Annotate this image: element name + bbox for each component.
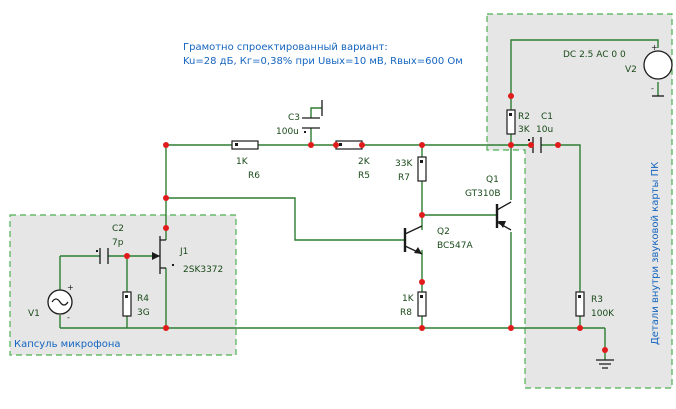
r3-body: [575, 291, 585, 317]
r7-ref: R7: [398, 173, 410, 183]
j1-leads: [160, 239, 166, 269]
v2-value: DC 2.5 AC 0 0: [563, 50, 626, 60]
v2-ref: V2: [625, 65, 637, 75]
mic-region-label: Капсуль микрофона: [14, 339, 121, 350]
node: [359, 142, 365, 148]
j1-ref: J1: [179, 247, 188, 257]
ground-icon: [596, 359, 614, 369]
q1-emitter-arrow: [498, 221, 506, 228]
node: [508, 93, 514, 99]
q1-value: GT310B: [465, 189, 501, 199]
node: [163, 195, 169, 201]
j1-value: 2SK3372: [183, 265, 223, 275]
q1-ref: Q1: [486, 175, 499, 185]
node: [602, 347, 608, 353]
c2-value: 7p: [112, 238, 124, 248]
node: [419, 325, 425, 331]
v2-minus: -: [651, 84, 654, 93]
r7-body: [417, 156, 427, 182]
r5-ref: R5: [358, 171, 370, 181]
q1-leads: [496, 201, 512, 231]
node: [419, 279, 425, 285]
r8-pin-dot: [420, 295, 423, 298]
r3-ref: R3: [591, 295, 603, 305]
node: [163, 325, 169, 331]
c3-pin-dot: [304, 131, 306, 133]
node: [555, 142, 561, 148]
r2-pin-dot: [509, 113, 512, 116]
wire-q2-base: [166, 197, 405, 241]
q2-ref: Q2: [437, 227, 450, 237]
r4-ref: R4: [137, 294, 149, 304]
node: [419, 142, 425, 148]
node: [419, 212, 425, 218]
c3-value: 100u: [276, 127, 299, 137]
wire-c3: [310, 107, 322, 145]
r8-ref: R8: [400, 308, 412, 318]
c3-plates: [302, 117, 320, 129]
r8-value: 1K: [402, 294, 415, 304]
node: [124, 253, 130, 259]
j1-pin-dot: [172, 264, 174, 266]
r3-value: 100K: [591, 309, 615, 319]
c3-ref: C3: [288, 113, 300, 123]
r6-body: [231, 140, 259, 150]
c1-value: 10u: [536, 125, 553, 135]
r8-body: [417, 291, 427, 317]
c2-pin-dot: [96, 250, 98, 252]
r4-pin-dot: [125, 295, 128, 298]
node: [163, 225, 169, 231]
r2-value: 3K: [518, 125, 531, 135]
mic-region: [9, 214, 237, 356]
v1-minus: -: [67, 313, 70, 322]
v1-sine-icon: [51, 298, 69, 306]
c2-ref: C2: [112, 224, 124, 234]
pc-region-label: Детали внутри звуковой карты ПК: [650, 162, 661, 345]
q2-emitter-arrow: [414, 247, 422, 254]
r2-body: [506, 109, 516, 135]
r4-value: 3G: [137, 308, 150, 318]
j1-gate-arrow: [152, 252, 160, 260]
q2-value: BC547A: [437, 241, 473, 251]
r6-ref: R6: [248, 171, 260, 181]
r7-pin-dot: [420, 160, 423, 163]
node: [508, 325, 514, 331]
v2-source-icon: [643, 50, 673, 80]
v1-plus: +: [67, 283, 74, 292]
header-line1: Грамотно спроектированный вариант:: [183, 42, 388, 53]
node: [333, 142, 339, 148]
v2-plus: +: [651, 43, 658, 52]
node: [528, 142, 534, 148]
r3-pin-dot: [578, 295, 581, 298]
node: [163, 142, 169, 148]
c1-ref: C1: [541, 112, 553, 122]
node: [508, 142, 514, 148]
r7-value: 33K: [395, 159, 413, 169]
junction-nodes: [124, 93, 608, 353]
r4-body: [122, 291, 132, 317]
r6-pin-dot: [235, 143, 238, 146]
header-line2: Ku=28 дБ, Кг=0,38% при Uвых=10 мВ, Rвых=…: [183, 56, 463, 67]
node: [308, 142, 314, 148]
r2-ref: R2: [518, 112, 530, 122]
c2-plates: [99, 248, 109, 264]
node: [577, 325, 583, 331]
r5-pin-dot: [339, 143, 342, 146]
r5-value: 2K: [358, 157, 371, 167]
r6-value: 1K: [236, 157, 249, 167]
v1-ref: V1: [28, 309, 40, 319]
c1-pin-dot: [528, 139, 530, 141]
